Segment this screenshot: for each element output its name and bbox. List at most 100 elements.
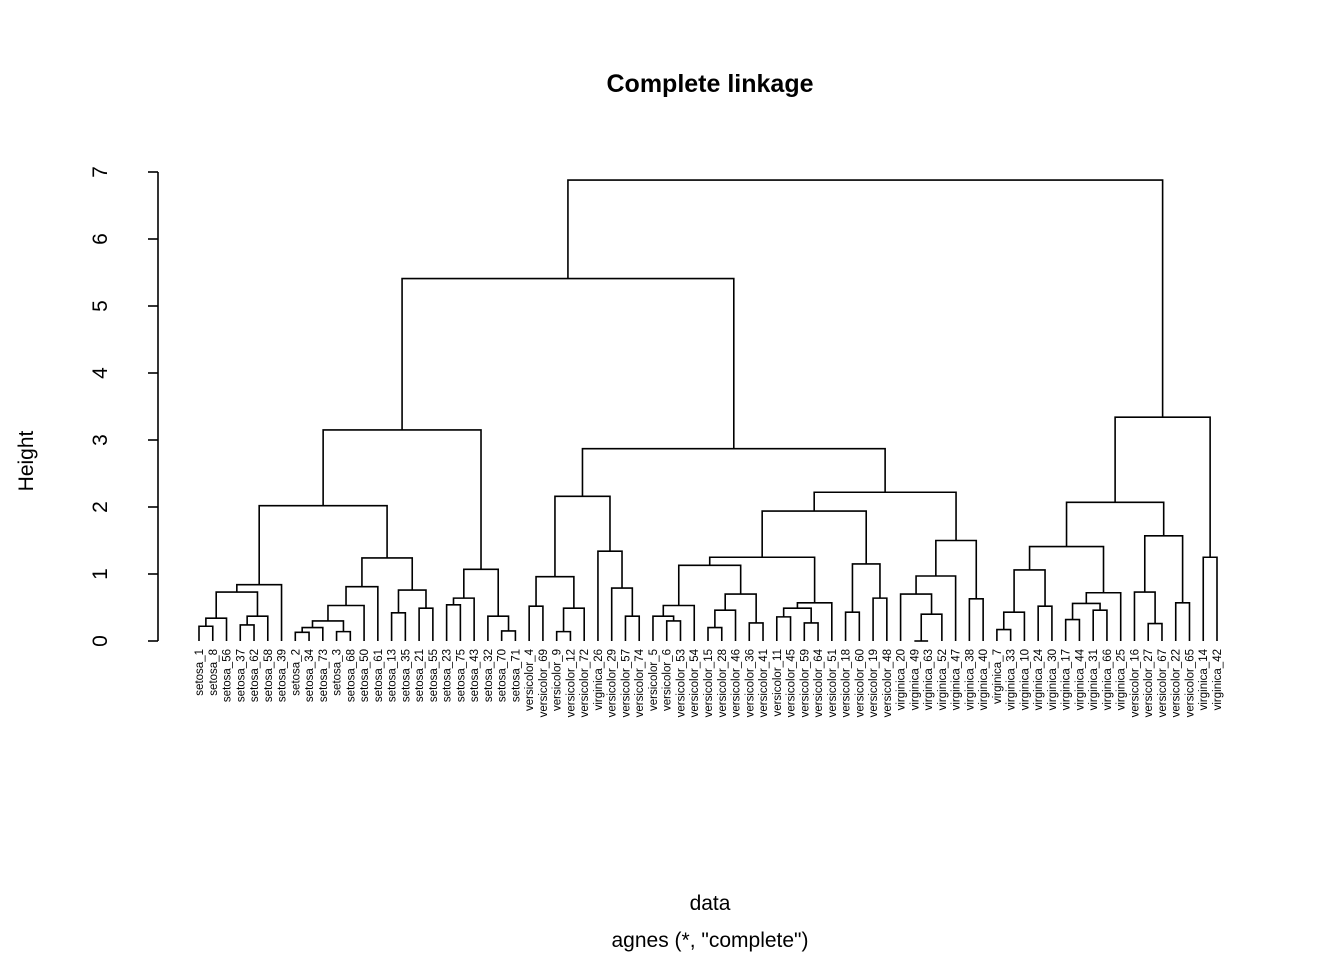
dendrogram-link — [1092, 609, 1108, 641]
leaf-label: versicolor_41 — [758, 649, 770, 717]
dendrogram-link — [205, 617, 228, 641]
dendrogram-link — [246, 615, 269, 641]
leaf-label: virginica_7 — [992, 649, 1004, 704]
y-tick-label: 3 — [89, 434, 112, 446]
leaf-label: versicolor_54 — [689, 648, 701, 717]
leaf-label: versicolor_72 — [579, 649, 591, 717]
leaf-label: versicolor_45 — [786, 649, 798, 717]
leaf-label: setosa_70 — [497, 649, 509, 702]
x-axis-label: data — [690, 892, 731, 915]
leaf-label: versicolor_46 — [731, 649, 743, 717]
dendrogram-link — [714, 609, 737, 641]
leaf-label: setosa_68 — [345, 649, 357, 702]
dendrogram-link — [463, 568, 500, 617]
leaf-label: virginica_52 — [937, 649, 949, 710]
dendrogram-link — [665, 620, 682, 641]
leaf-label: virginica_10 — [1019, 649, 1031, 710]
leaf-label: setosa_23 — [442, 649, 454, 702]
leaf-label: versicolor_12 — [565, 649, 577, 717]
leaf-label: versicolor_65 — [1184, 649, 1196, 717]
dendrogram-link — [361, 557, 414, 591]
dendrogram-link — [1147, 622, 1163, 641]
leaf-label: virginica_49 — [909, 649, 921, 710]
dendrogram-link — [996, 628, 1012, 641]
y-tick-label: 6 — [89, 233, 112, 245]
y-tick-label: 7 — [89, 166, 112, 178]
dendrogram-link — [624, 615, 641, 641]
dendrogram-link — [445, 604, 462, 641]
leaf-label: versicolor_60 — [854, 649, 866, 717]
dendrogram-link — [724, 593, 757, 623]
leaf-label: virginica_40 — [978, 649, 990, 710]
dendrogram-link — [567, 179, 1164, 418]
leaf-label: setosa_8 — [208, 649, 220, 696]
leaf-label: setosa_43 — [469, 649, 481, 702]
dendrogram-link — [920, 613, 943, 641]
leaf-label: virginica_17 — [1061, 649, 1073, 710]
leaf-label: versicolor_74 — [634, 648, 646, 717]
y-tick-label: 2 — [89, 501, 112, 513]
leaf-label: virginica_44 — [1074, 648, 1086, 710]
dendrogram-link — [335, 630, 352, 641]
y-tick-label: 4 — [89, 367, 112, 379]
leaf-label: virginica_14 — [1198, 648, 1210, 710]
leaf-label: setosa_62 — [249, 649, 261, 702]
dendrogram-link — [748, 622, 764, 641]
leaf-label: versicolor_29 — [607, 649, 619, 717]
leaf-label: virginica_66 — [1102, 649, 1114, 710]
leaf-label: versicolor_64 — [813, 648, 825, 717]
dendrogram-link — [1174, 602, 1191, 641]
dendrogram-link — [677, 564, 742, 606]
dendrogram-link — [301, 626, 324, 641]
dendrogram-link — [198, 625, 214, 641]
leaf-label: setosa_35 — [400, 649, 412, 702]
dendrogram-link — [1085, 591, 1122, 641]
dendrogram-link — [968, 597, 984, 641]
dendrogram-link — [803, 622, 819, 641]
dendrogram-link — [782, 607, 812, 623]
dendrogram-link — [401, 277, 735, 449]
dendrogram-link — [844, 611, 861, 641]
leaf-label: setosa_56 — [222, 649, 234, 702]
dendrogram-link — [1065, 501, 1165, 547]
leaf-label: setosa_73 — [318, 649, 330, 702]
dendrogram-link — [775, 616, 792, 641]
leaf-label: setosa_55 — [428, 649, 440, 702]
dendrogram-link — [236, 583, 283, 641]
dendrogram-link — [652, 615, 675, 641]
dendrogram-link — [899, 593, 933, 641]
leaf-label: versicolor_6 — [662, 649, 674, 711]
dendrogram-link — [322, 429, 482, 570]
leaf-label: versicolor_59 — [799, 649, 811, 717]
leaf-label: versicolor_28 — [717, 649, 729, 717]
dendrogram-link — [597, 550, 623, 641]
dendrogram-link — [1202, 556, 1218, 641]
dendrogram-link — [555, 630, 572, 641]
leaf-label: virginica_25 — [1116, 649, 1128, 710]
leaf-label: setosa_34 — [304, 648, 316, 702]
dendrogram-link — [327, 604, 365, 641]
leaf-label: setosa_13 — [387, 649, 399, 702]
leaf-label: versicolor_57 — [620, 649, 632, 717]
leaf-label: versicolor_48 — [882, 649, 894, 717]
leaf-label: virginica_20 — [896, 649, 908, 710]
leaf-label: versicolor_22 — [1171, 649, 1183, 717]
leaf-label: versicolor_4 — [524, 648, 536, 711]
dendrogram-link — [761, 510, 868, 564]
leaf-label: versicolor_19 — [868, 649, 880, 717]
leaf-label: versicolor_53 — [675, 649, 687, 717]
dendrogram-links — [198, 179, 1218, 642]
leaf-label: virginica_26 — [593, 649, 605, 710]
dendrogram-link — [500, 630, 517, 641]
chart-title: Complete linkage — [607, 70, 814, 98]
dendrogram-link — [1071, 602, 1101, 620]
leaf-label: setosa_1 — [194, 649, 206, 696]
leaf-label: setosa_32 — [483, 649, 495, 702]
leaf-label: virginica_31 — [1088, 649, 1100, 710]
leaf-label: setosa_39 — [277, 649, 289, 702]
leaf-label: virginica_33 — [1006, 649, 1018, 710]
dendrogram-link — [707, 626, 723, 641]
dendrogram-link — [535, 575, 575, 609]
